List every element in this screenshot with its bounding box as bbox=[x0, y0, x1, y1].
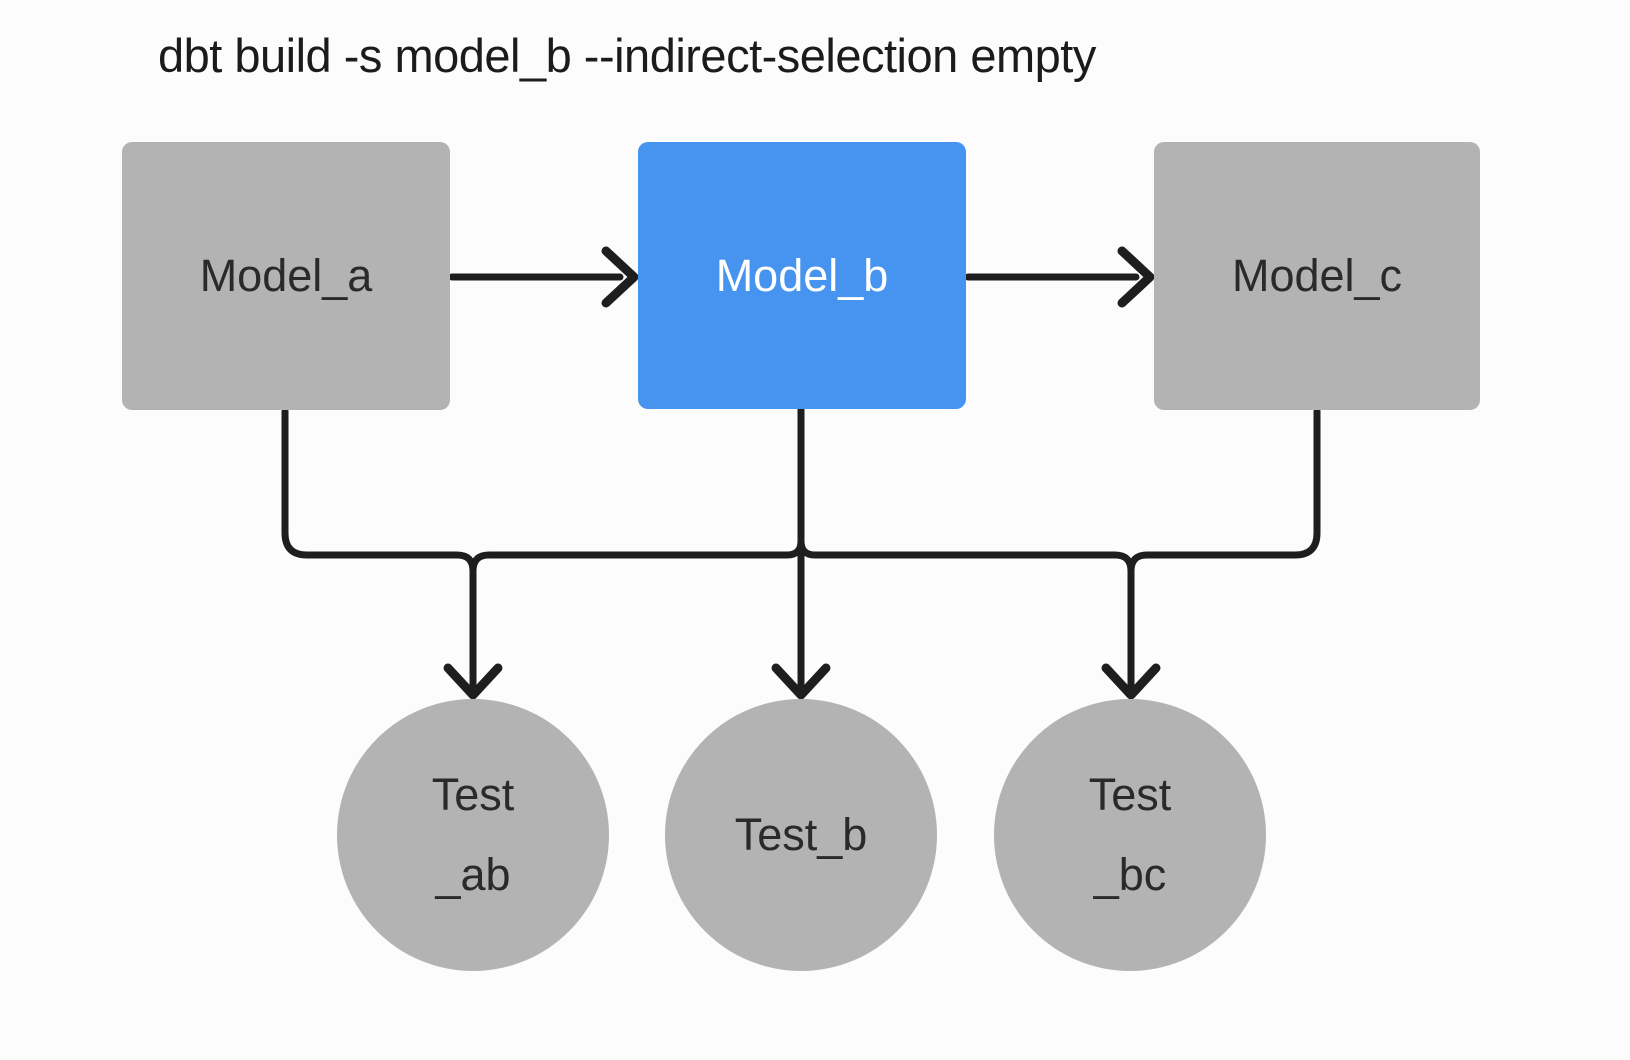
node-test-b: Test_b bbox=[665, 699, 937, 971]
edge-model-a-to-model-b-arrowhead-icon bbox=[601, 246, 639, 308]
edge-to-test-ab-arrowhead-icon bbox=[443, 663, 503, 700]
edge-model-b-to-model-c-arrowhead-icon bbox=[1117, 246, 1155, 308]
node-model-a: Model_a bbox=[122, 142, 450, 410]
node-test-b-label: Test_b bbox=[734, 809, 868, 860]
node-test-bc-label: Test _bc bbox=[1088, 769, 1172, 900]
edge-bus-test-ab-to-model-b-line bbox=[469, 537, 805, 575]
node-model-a-label: Model_a bbox=[199, 250, 373, 301]
edge-to-test-b-arrowhead-icon bbox=[771, 663, 831, 700]
node-test-ab: Test _ab bbox=[337, 699, 609, 971]
edge-to-test-bc-arrowhead-icon bbox=[1101, 663, 1161, 700]
node-test-bc: Test _bc bbox=[994, 699, 1266, 971]
edge-model-c-to-test-bc-line bbox=[1127, 407, 1321, 575]
node-model-c: Model_c bbox=[1154, 142, 1480, 410]
node-test-ab-label: Test _ab bbox=[431, 769, 515, 900]
diagram-title: dbt build -s model_b --indirect-selectio… bbox=[158, 29, 1096, 82]
edge-bus-model-b-to-test-bc-line bbox=[797, 537, 1135, 690]
node-model-b-selected: Model_b bbox=[638, 142, 966, 409]
node-model-c-label: Model_c bbox=[1231, 250, 1403, 301]
node-model-b-label: Model_b bbox=[715, 249, 889, 301]
edge-model-a-to-test-ab-line bbox=[281, 407, 477, 690]
